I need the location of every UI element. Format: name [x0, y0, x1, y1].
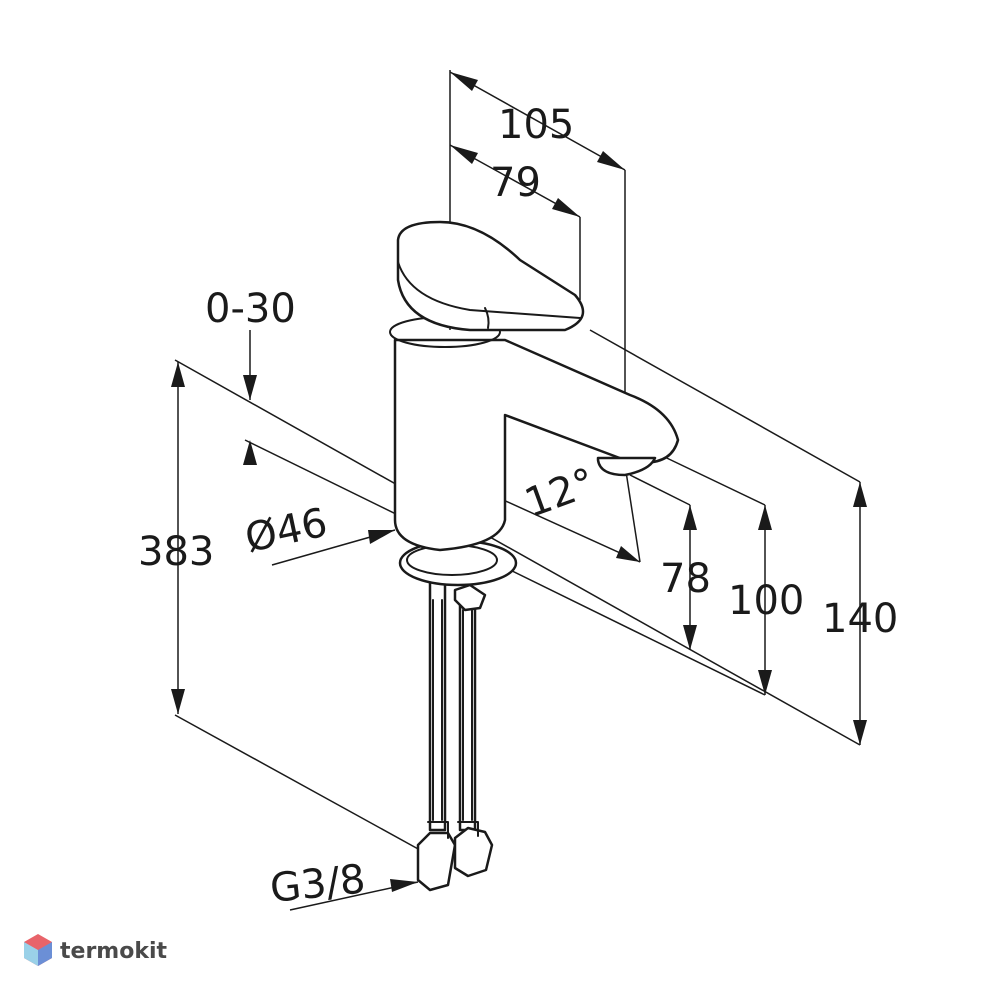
dim-width-handle: 79 — [490, 160, 541, 206]
faucet-illustration — [389, 220, 680, 892]
dim-height-top: 140 — [822, 596, 898, 642]
dim-height-spout: 78 — [660, 556, 711, 602]
dimension-lines — [174, 70, 861, 911]
termokit-logo: termokit — [24, 934, 167, 966]
dim-connection-thread: G3/8 — [268, 856, 368, 912]
dim-height-total: 383 — [138, 529, 214, 575]
dimension-arrows — [171, 72, 867, 892]
dim-width-overall: 105 — [498, 102, 574, 148]
logo-text: termokit — [60, 939, 167, 964]
dim-deck-thickness: 0-30 — [205, 286, 296, 332]
dim-spout-angle: 12° — [519, 459, 601, 526]
dim-height-mid: 100 — [728, 578, 804, 624]
